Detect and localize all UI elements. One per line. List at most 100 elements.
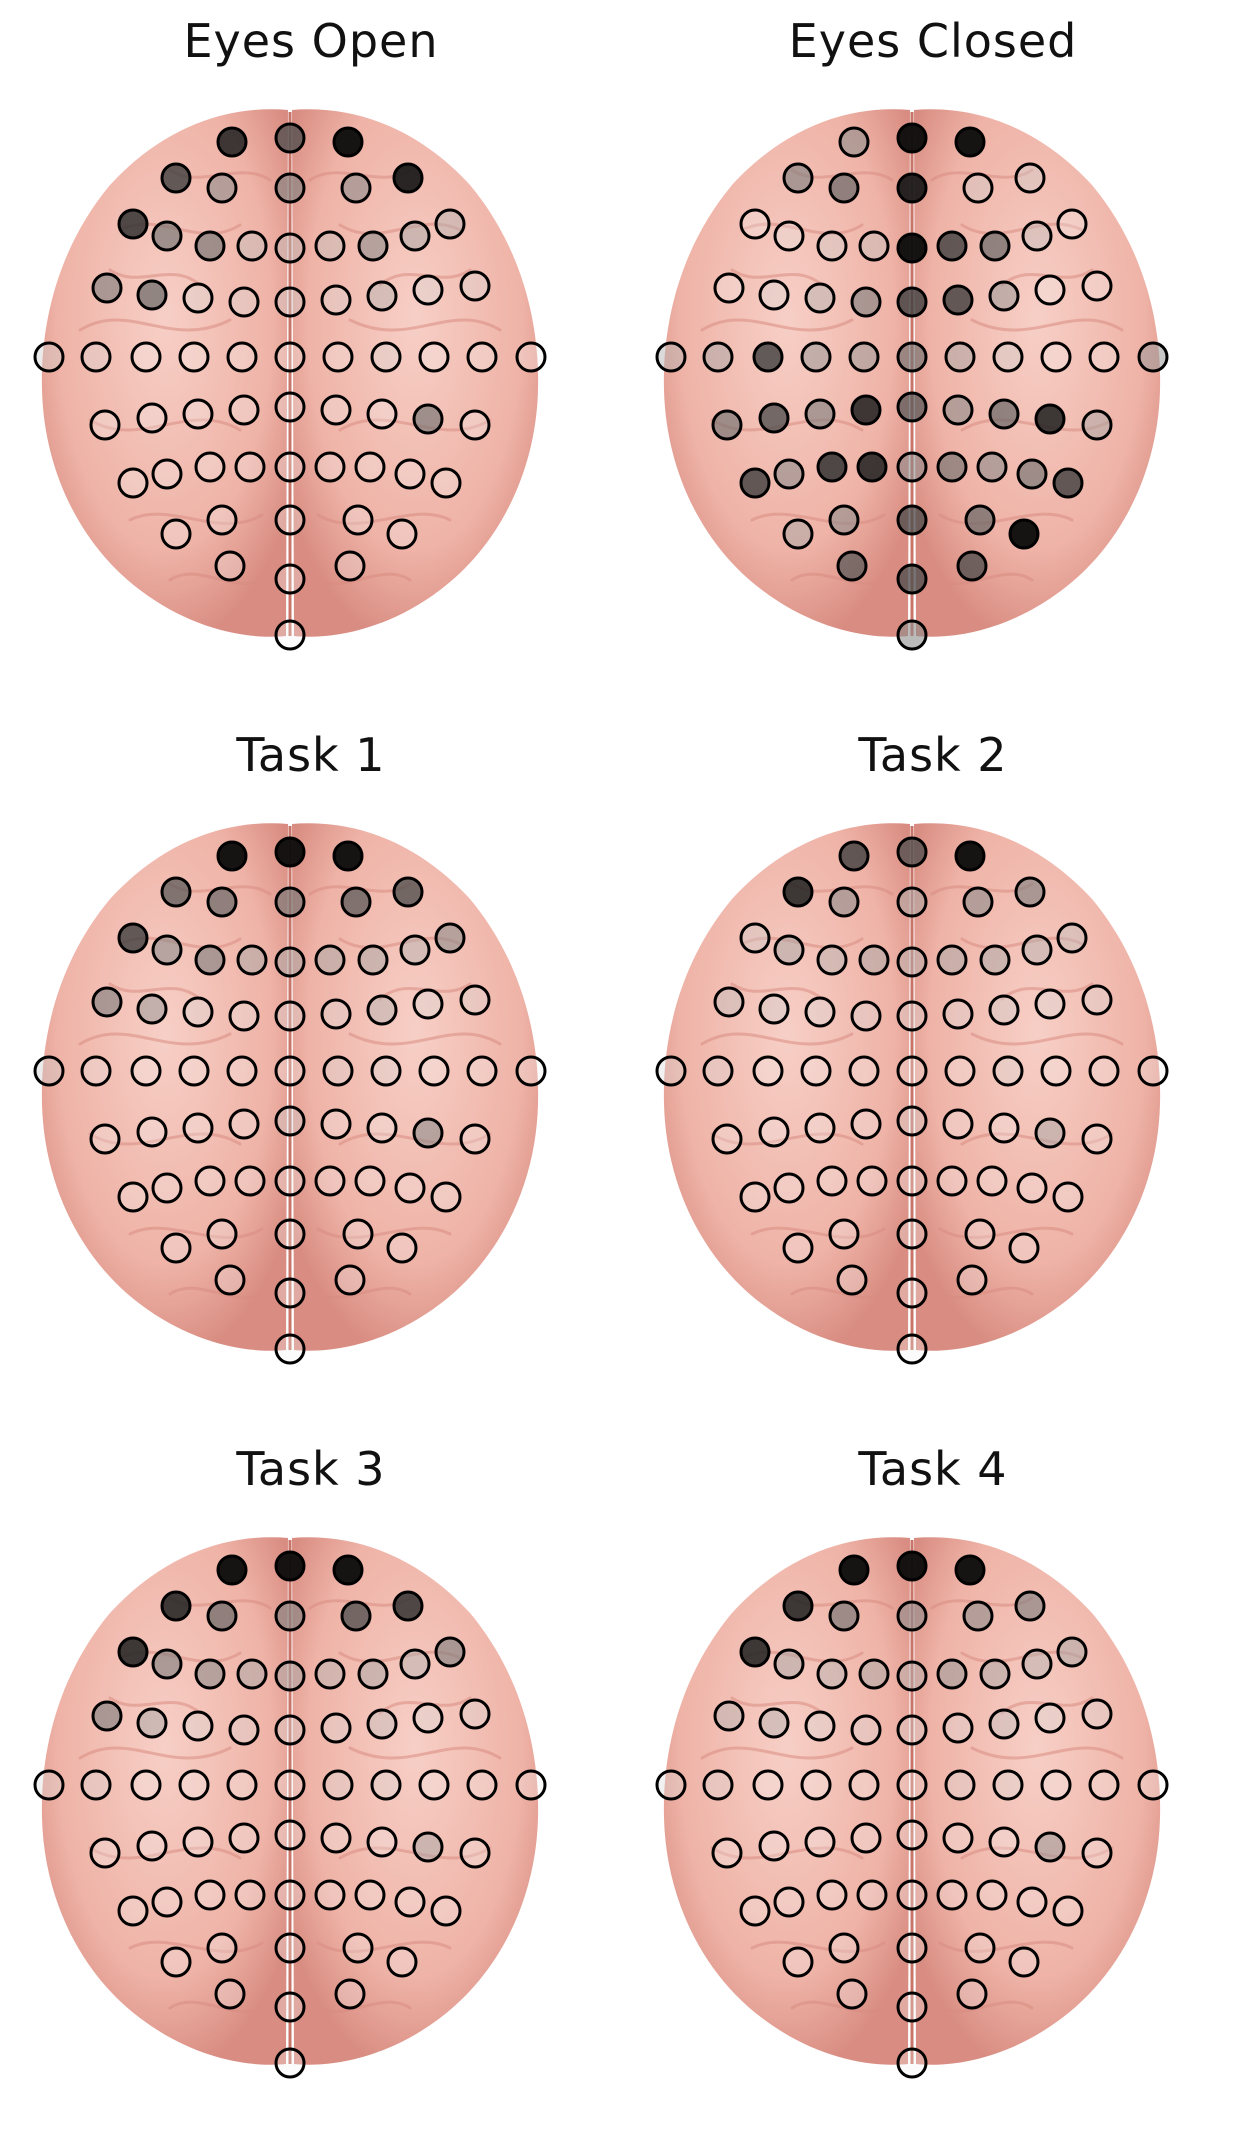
electrode-marker	[896, 391, 928, 423]
electrode-marker	[274, 1714, 306, 1746]
electrode-marker	[33, 1769, 65, 1801]
electrode-marker	[412, 988, 444, 1020]
electrode-marker	[896, 451, 928, 483]
electrode-marker	[314, 1658, 346, 1690]
electrode-marker	[366, 1112, 398, 1144]
electrode-marker	[515, 341, 547, 373]
electrode-marker	[836, 1264, 868, 1296]
electrode-marker	[412, 274, 444, 306]
electrode-marker	[1040, 341, 1072, 373]
electrode-marker	[942, 394, 974, 426]
electrode-marker	[206, 172, 238, 204]
electrode-marker	[89, 409, 121, 441]
electrode-marker	[228, 286, 260, 318]
electrode-marker	[274, 619, 306, 651]
electrode-marker	[392, 1590, 424, 1622]
electrode-marker	[136, 993, 168, 1025]
electrode-marker	[274, 1165, 306, 1197]
electrode-marker	[976, 1879, 1008, 1911]
electrode-marker	[773, 220, 805, 252]
electrode-marker	[386, 1232, 418, 1264]
electrode-marker	[896, 122, 928, 154]
brain-illustration-icon	[663, 109, 1161, 637]
electrode-marker	[151, 1648, 183, 1680]
electrode-marker	[858, 230, 890, 262]
electrode-marker	[151, 220, 183, 252]
panel-title: Task 4	[858, 1442, 1008, 1496]
electrode-marker	[182, 996, 214, 1028]
electrode-marker	[816, 230, 848, 262]
electrode-marker	[992, 341, 1024, 373]
electrode-marker	[151, 458, 183, 490]
panel-eyes-closed: Eyes Closed	[622, 0, 1244, 714]
electrode-marker	[332, 1554, 364, 1586]
electrode-marker	[838, 840, 870, 872]
electrode-marker	[274, 391, 306, 423]
electrode-marker	[274, 886, 306, 918]
electrode-marker	[274, 946, 306, 978]
electrode-marker	[1034, 1702, 1066, 1734]
brain-illustration-icon	[41, 823, 539, 1351]
electrode-marker	[117, 922, 149, 954]
electrode-marker	[320, 1822, 352, 1854]
electrode-marker	[773, 1648, 805, 1680]
electrode-marker	[182, 1710, 214, 1742]
electrode-marker	[838, 126, 870, 158]
electrode-marker	[430, 1895, 462, 1927]
electrode-marker	[194, 1658, 226, 1690]
electrode-marker	[976, 451, 1008, 483]
electrode-marker	[896, 232, 928, 264]
panel-eyes-open: Eyes Open	[0, 0, 622, 714]
electrode-marker	[332, 840, 364, 872]
electrode-marker	[800, 341, 832, 373]
electrode-marker	[366, 994, 398, 1026]
electrode-marker	[160, 1946, 192, 1978]
electrode-marker	[418, 1769, 450, 1801]
electrode-marker	[314, 230, 346, 262]
electrode-marker	[804, 996, 836, 1028]
electrode-marker	[1040, 1055, 1072, 1087]
electrode-marker	[838, 1554, 870, 1586]
electrode-marker	[896, 1550, 928, 1582]
electrode-marker	[274, 1819, 306, 1851]
electrode-marker	[178, 1055, 210, 1087]
electrode-marker	[816, 1165, 848, 1197]
electrode-marker	[988, 994, 1020, 1026]
electrode-marker	[942, 284, 974, 316]
electrode-marker	[655, 1769, 687, 1801]
electrode-marker	[314, 1165, 346, 1197]
electrode-marker	[357, 944, 389, 976]
electrode-marker	[194, 944, 226, 976]
electrode-marker	[274, 836, 306, 868]
electrode-marker	[936, 944, 968, 976]
electrode-marker	[713, 986, 745, 1018]
electrode-marker	[739, 1636, 771, 1668]
electrode-marker	[655, 341, 687, 373]
electrode-marker	[942, 1822, 974, 1854]
electrode-marker	[322, 1769, 354, 1801]
electrode-marker	[979, 944, 1011, 976]
electrode-marker	[988, 398, 1020, 430]
electrode-marker	[234, 1879, 266, 1911]
electrode-marker	[412, 403, 444, 435]
electrode-marker	[160, 1232, 192, 1264]
electrode-marker	[117, 1895, 149, 1927]
electrode-marker	[357, 1658, 389, 1690]
electrode-marker	[896, 836, 928, 868]
electrode-marker	[936, 1658, 968, 1690]
electrode-marker	[896, 1055, 928, 1087]
electrode-marker	[274, 451, 306, 483]
electrode-marker	[178, 341, 210, 373]
electrode-marker	[399, 1648, 431, 1680]
electrode-marker	[430, 467, 462, 499]
electrode-marker	[896, 1660, 928, 1692]
electrode-marker	[988, 1826, 1020, 1858]
electrode-marker	[896, 1769, 928, 1801]
electrode-marker	[804, 1826, 836, 1858]
electrode-marker	[1034, 1117, 1066, 1149]
electrode-marker	[274, 1769, 306, 1801]
electrode-marker	[434, 1636, 466, 1668]
electrode-marker	[758, 993, 790, 1025]
electrode-marker	[856, 451, 888, 483]
electrode-marker	[896, 172, 928, 204]
